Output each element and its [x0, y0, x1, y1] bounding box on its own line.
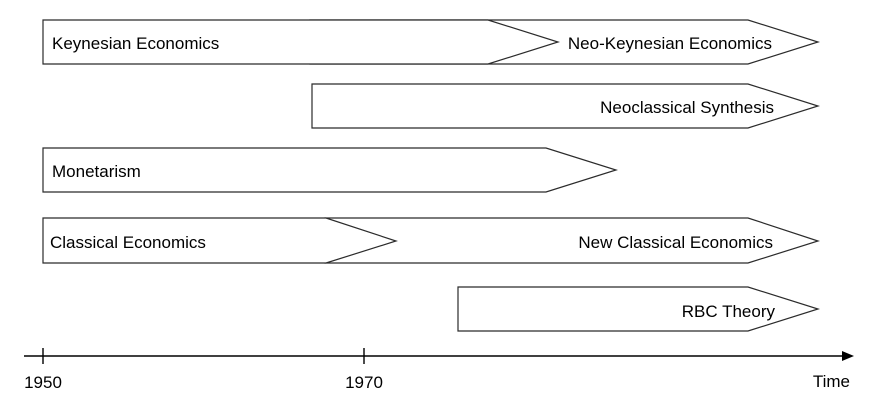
era-label-keynesian-economics: Keynesian Economics [52, 34, 219, 53]
era-label-classical-economics: Classical Economics [50, 233, 206, 252]
time-axis-label: Time [813, 372, 850, 391]
era-bar-classical-economics [42, 217, 398, 264]
axis-tick-label-1950: 1950 [24, 373, 62, 392]
era-bar-rbc-theory [457, 286, 821, 332]
era-label-rbc-theory: RBC Theory [682, 302, 776, 321]
era-label-neoclassical-synthesis: Neoclassical Synthesis [600, 98, 774, 117]
era-label-neo-keynesian-economics: Neo-Keynesian Economics [568, 34, 772, 53]
axis-tick-label-1970: 1970 [345, 373, 383, 392]
era-rbc-theory: RBC Theory [457, 286, 821, 332]
era-classical-economics: Classical Economics [42, 217, 398, 264]
time-axis: 1950 1970 Time [24, 348, 854, 392]
era-label-new-classical-economics: New Classical Economics [578, 233, 773, 252]
era-new-classical-economics: New Classical Economics [324, 217, 820, 264]
era-label-monetarism: Monetarism [52, 162, 141, 181]
era-bar-monetarism [42, 147, 619, 193]
era-keynesian-economics: Keynesian Economics [42, 19, 561, 65]
time-axis-arrowhead [842, 351, 854, 361]
era-bar-keynesian-economics [42, 19, 561, 65]
era-monetarism: Monetarism [42, 147, 619, 193]
era-neoclassical-synthesis: Neoclassical Synthesis [311, 83, 821, 129]
era-bar-neoclassical-synthesis [311, 83, 821, 129]
